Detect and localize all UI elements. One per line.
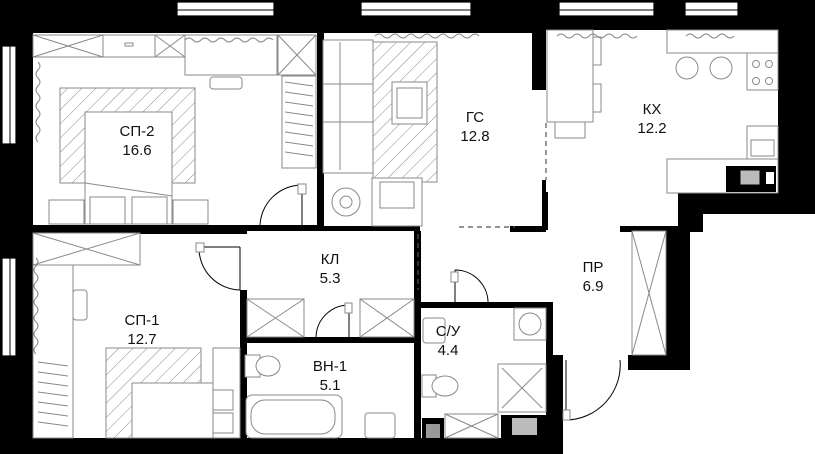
closet-bath-furniture: [244, 234, 419, 439]
room-code: СП-1: [124, 312, 160, 329]
room-label-bathroom-1: ВН-1 5.1: [290, 357, 370, 395]
room-code: ГС: [465, 109, 485, 126]
room-area: 12.2: [637, 120, 667, 137]
room-label-wc: С/У 4.4: [408, 322, 488, 360]
room-code: СП-2: [119, 123, 155, 140]
room-area: 6.9: [582, 278, 604, 295]
room-label-kitchen: КХ 12.2: [612, 100, 692, 138]
room-code: КХ: [642, 101, 662, 118]
room-area: 12.7: [127, 331, 157, 348]
room-area: 5.3: [319, 270, 341, 287]
room-label-hallway: ПР 6.9: [553, 258, 633, 296]
room-code: ПР: [582, 259, 604, 276]
room-area: 12.8: [460, 128, 490, 145]
windows: [1, 1, 739, 357]
room-label-bedroom-2: СП-2 16.6: [97, 122, 177, 160]
bedroom-1-furniture: [32, 232, 241, 439]
doors: [195, 183, 621, 421]
room-code: ВН-1: [312, 358, 348, 375]
room-area: 5.1: [319, 377, 341, 394]
room-label-closet: КЛ 5.3: [290, 250, 370, 288]
room-code: КЛ: [320, 251, 340, 268]
room-label-living-room: ГС 12.8: [435, 108, 515, 146]
kitchen-furniture: [545, 29, 779, 194]
room-code: С/У: [435, 323, 461, 340]
room-area: 16.6: [122, 142, 152, 159]
living-room-furniture: [322, 33, 515, 228]
bedroom-2-furniture: [32, 34, 317, 225]
room-label-bedroom-1: СП-1 12.7: [102, 311, 182, 349]
room-area: 4.4: [437, 342, 459, 359]
wc-hall-furniture: [421, 230, 667, 439]
